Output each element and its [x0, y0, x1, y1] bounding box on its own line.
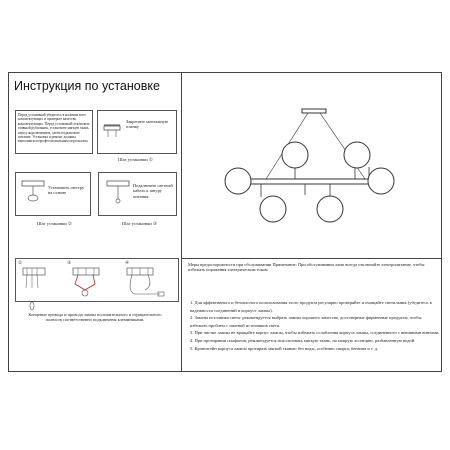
page-title: Инструкция по установке [14, 79, 160, 93]
step1-caption: Шаг установки ① [118, 157, 153, 163]
step3-number: ③ [152, 221, 158, 226]
instruction-sheet [8, 72, 442, 372]
precautions-title: Меры предосторожности при обслуживании П… [188, 262, 425, 273]
step3-note: Подключите светлый кабель к шнуру питани… [133, 183, 173, 199]
note-item: 4. При протирании плафонов, рекомендуетс… [190, 337, 416, 343]
note-item: 1. Для эффективного и безопасного исполь… [190, 300, 432, 313]
step3-label: Шаг установки [122, 221, 152, 226]
fig3-number: ③ [67, 260, 72, 265]
step1-label: Шаг установки [118, 157, 148, 162]
column-divider [181, 72, 182, 372]
step2-box: Установить люстру на основе [15, 172, 91, 216]
mounting-plate-figure [103, 124, 121, 137]
step1-note: Закрепите монтажную планку [126, 119, 169, 130]
note-item: 5. Кронштейн корпуса лампы протирать мяг… [190, 345, 379, 351]
step2-label: Шаг установки [37, 221, 67, 226]
chandelier-illustration [224, 108, 395, 223]
step2-caption: Шаг установки ② [37, 221, 72, 227]
step2-note: Установить люстру на основе [48, 185, 85, 196]
fig4-number: ④ [125, 260, 130, 265]
maintenance-notes: 1. Для эффективного и безопасного исполь… [190, 299, 440, 352]
step1-box: Закрепите монтажную планку [97, 110, 177, 154]
step3-box: Подключите светлый кабель к шнуру питани… [98, 172, 177, 216]
fig2-number: ② [18, 260, 23, 265]
note-item: 2. Замена источника света: рекомендуется… [190, 315, 422, 328]
cable-connect-figure [106, 180, 130, 204]
step2-number: ② [67, 221, 73, 226]
step3-caption: Шаг установки ③ [122, 221, 157, 227]
note-item: 3. При чистке лампы не вращайте корпус л… [190, 330, 440, 336]
wiring-note: Концевые провода и провода лампы положит… [28, 312, 162, 323]
wiring-diagram [22, 267, 165, 311]
warning-box: Перед установкой убедитесь в наличии все… [15, 110, 93, 154]
section-divider [181, 258, 442, 259]
chandelier-base-figure [21, 180, 45, 202]
warning-text: Перед установкой убедитесь в наличии все… [18, 113, 90, 144]
wiring-figures-box [15, 258, 179, 302]
step1-number: ① [148, 157, 154, 162]
